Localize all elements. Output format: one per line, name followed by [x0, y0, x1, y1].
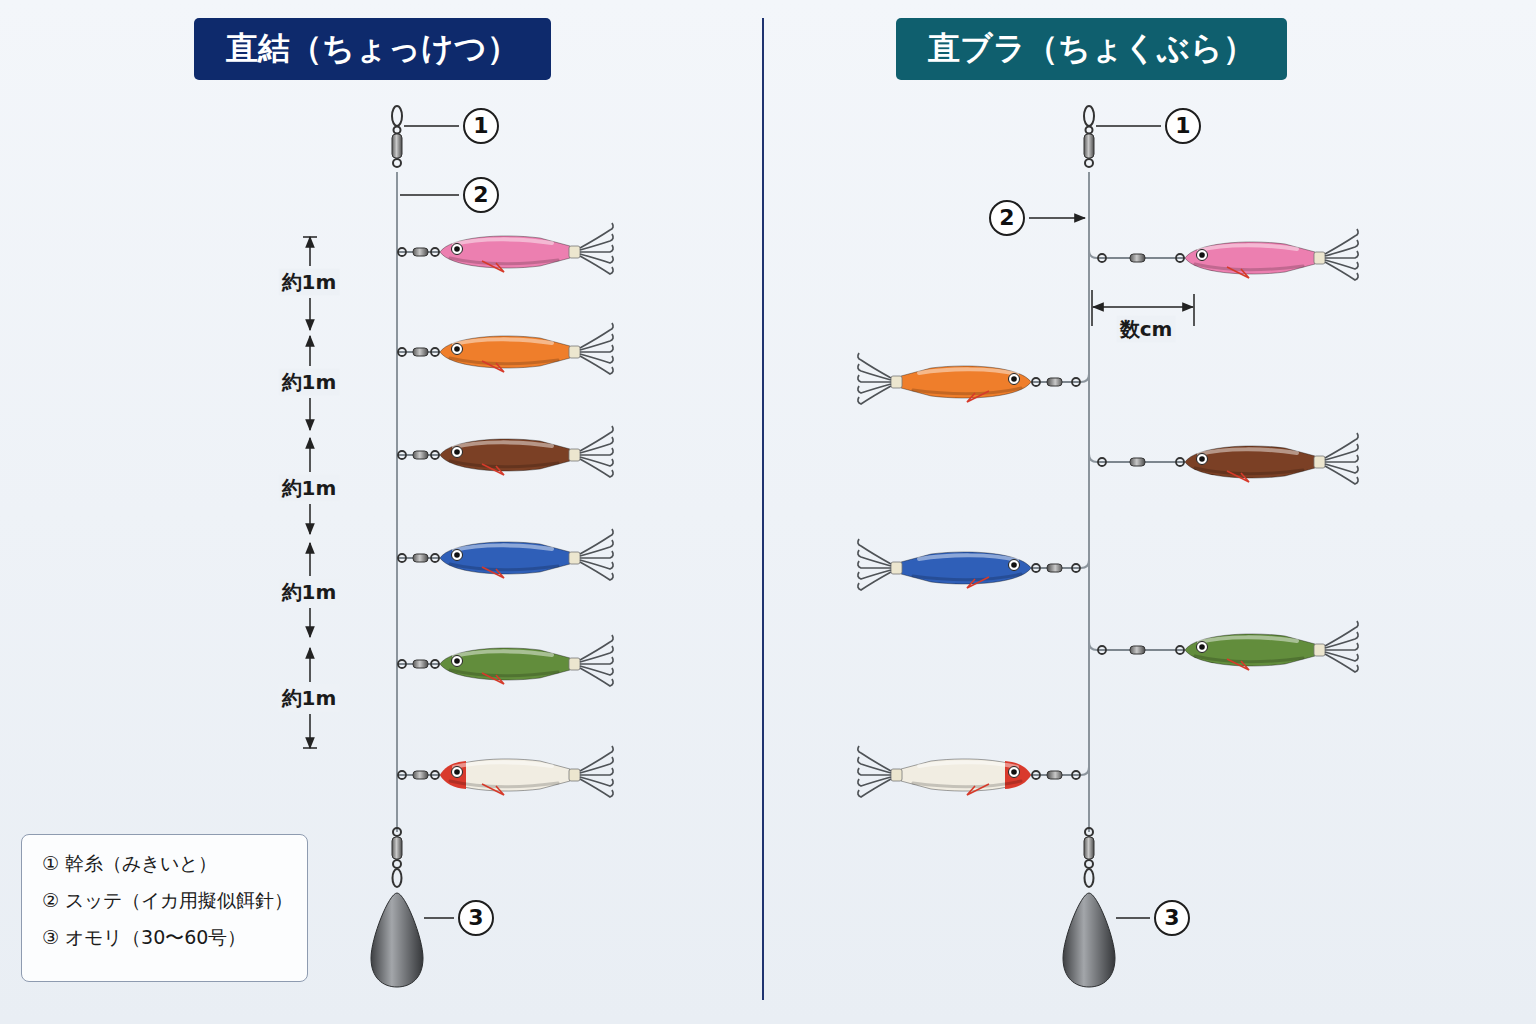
sinker-weight — [371, 893, 423, 987]
title-band: 直ブラ（ちょくぶら） — [896, 18, 1287, 80]
dimension-label: 約1m — [279, 269, 340, 296]
callout-text: 3 — [1164, 907, 1179, 929]
weight-swivel — [1084, 828, 1094, 887]
legend-entry: ① 幹糸（みきいと） — [42, 853, 293, 874]
weight-swivel — [392, 828, 402, 887]
branch-lines — [1081, 250, 1097, 775]
callout-number: 3 — [458, 900, 494, 936]
callout-text: 1 — [473, 115, 488, 137]
callout-text: 2 — [473, 184, 488, 206]
main-line — [396, 172, 398, 832]
dimension-label: 約1m — [279, 685, 340, 712]
legend-box: ① 幹糸（みきいと） ② スッテ（イカ用擬似餌針） ③ オモリ（30〜60号） — [21, 834, 308, 982]
callout-number: 2 — [989, 200, 1025, 236]
leader-lines — [400, 126, 1161, 918]
dimension-label: 数cm — [1117, 316, 1176, 343]
snap-swivel — [392, 106, 402, 167]
legend-entry: ② スッテ（イカ用擬似餌針） — [42, 890, 293, 911]
callout-text: 3 — [468, 907, 483, 929]
callout-number: 1 — [1165, 108, 1201, 144]
callout-number: 1 — [463, 108, 499, 144]
squid-jigs — [397, 223, 1358, 797]
sinker-weight — [1063, 893, 1115, 987]
panel-title: 直ブラ（ちょくぶら） — [928, 27, 1255, 71]
callout-number: 2 — [463, 177, 499, 213]
main-line — [1088, 172, 1090, 832]
callout-number: 3 — [1154, 900, 1190, 936]
dimension-label: 約1m — [279, 369, 340, 396]
divider-line — [762, 18, 764, 1000]
legend-entry: ③ オモリ（30〜60号） — [42, 927, 293, 948]
dimension-label: 約1m — [279, 475, 340, 502]
callout-text: 1 — [1175, 115, 1190, 137]
snap-swivel — [1084, 106, 1094, 167]
callout-text: 2 — [999, 207, 1014, 229]
title-band: 直結（ちょっけつ） — [194, 18, 551, 80]
panel-title: 直結（ちょっけつ） — [226, 27, 519, 71]
dimension-label: 約1m — [279, 579, 340, 606]
